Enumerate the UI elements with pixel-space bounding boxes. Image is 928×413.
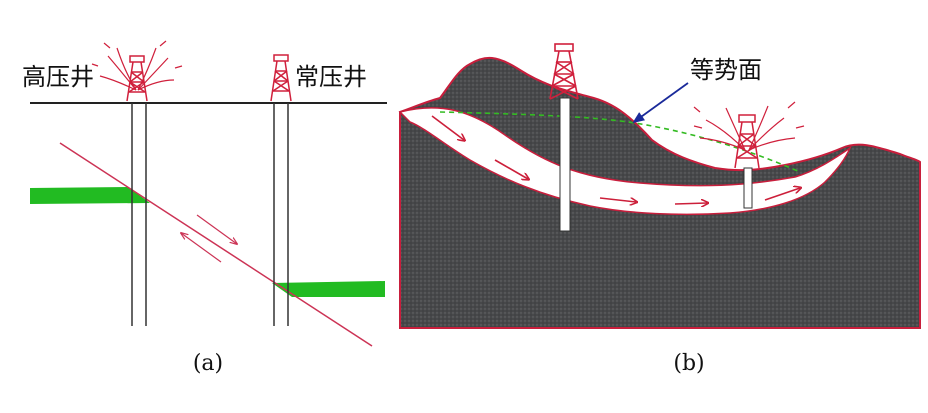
aquifer-left: [30, 187, 150, 204]
label-high-pressure-well: 高压井: [22, 63, 94, 91]
well-b-left: [559, 97, 571, 232]
flow-arrow-2: [494, 159, 528, 179]
label-equipotential-surface: 等势面: [690, 56, 762, 84]
well-b-right: [743, 167, 753, 209]
derrick-b-right-icon: [734, 114, 760, 169]
equipotential-pointer: [632, 82, 689, 124]
derrick-normal-icon: [270, 54, 292, 102]
aquifer-channel: [398, 107, 852, 216]
caption-b: (b): [673, 351, 704, 376]
gusher-b-right-icon: [693, 101, 805, 151]
label-normal-pressure-well: 常压井: [295, 63, 367, 91]
flow-arrow-3: [599, 197, 636, 202]
well-casing-high: [131, 103, 147, 326]
fault-arrow-down: [196, 214, 237, 244]
aquifer-right: [272, 281, 385, 297]
well-casing-normal: [273, 103, 289, 326]
gusher-high-icon: [91, 40, 183, 91]
fault-line: [59, 142, 373, 347]
panel-b: 等势面 (b): [398, 43, 921, 376]
flow-arrow-1: [431, 115, 464, 140]
flow-arrows: [431, 115, 800, 204]
fault-arrow-up: [181, 233, 222, 263]
caption-a: (a): [193, 351, 223, 376]
flow-arrow-4: [674, 203, 707, 204]
derrick-b-left-icon: [549, 43, 579, 100]
panel-a: 高压井 常压井 (a): [22, 40, 387, 376]
flow-arrow-5: [764, 188, 800, 201]
